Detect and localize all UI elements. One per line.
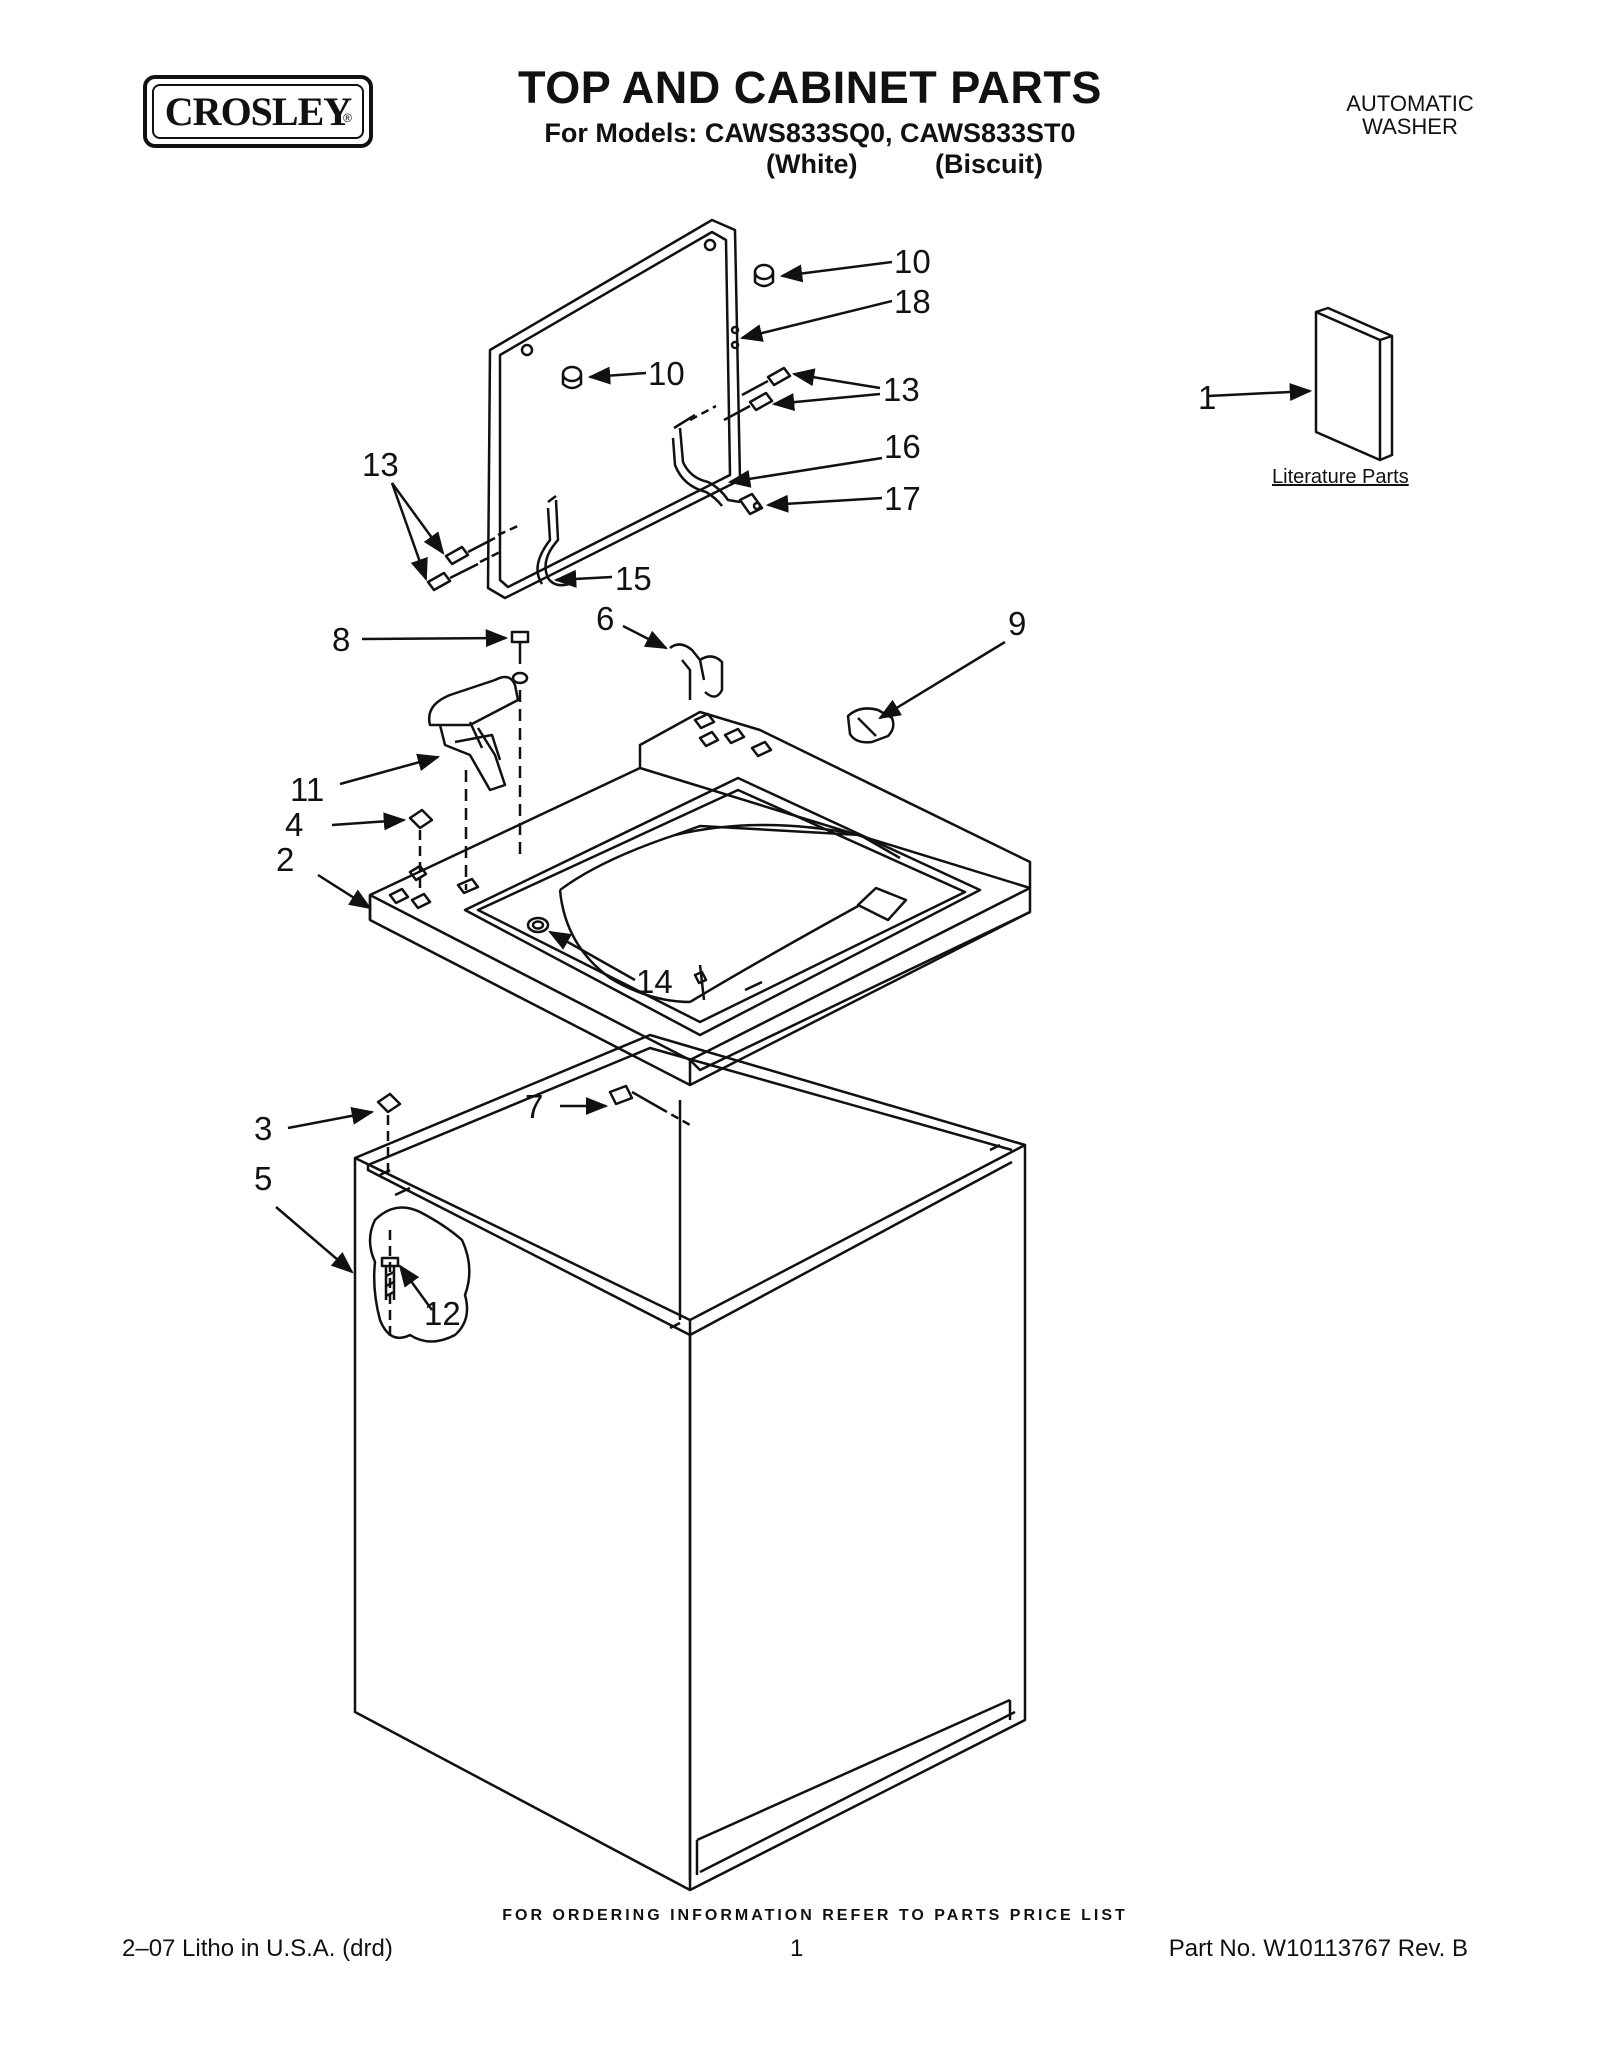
part-number: Part No. W10113767 Rev. B — [1168, 1935, 1468, 1962]
callout-10-bumper-left: 10 — [648, 355, 685, 392]
hinge-pin — [738, 492, 764, 516]
hinge-screw — [444, 536, 496, 566]
page-number: 1 — [790, 1935, 804, 1962]
fill-cap — [846, 707, 895, 744]
switch-screw — [510, 630, 530, 685]
product-type-line1: AUTOMATIC — [1346, 91, 1474, 116]
brand-logo: CROSLEY ® — [143, 75, 373, 148]
callout-6: 6 — [596, 600, 615, 637]
callout-18: 18 — [894, 283, 931, 320]
callout-13-right: 13 — [883, 371, 920, 408]
callout-11: 11 — [290, 771, 325, 808]
lid-switch — [427, 675, 520, 792]
clip-4 — [408, 808, 434, 830]
product-type-line2: WASHER — [1362, 114, 1458, 139]
variant-white: (White) — [766, 149, 858, 179]
callout-4: 4 — [285, 806, 304, 843]
lid-assembly — [486, 218, 742, 600]
product-type: AUTOMATIC WASHER — [1300, 92, 1520, 138]
callout-9: 9 — [1008, 605, 1027, 642]
hinge-screw — [723, 391, 774, 422]
callout-3: 3 — [254, 1110, 273, 1147]
cabinet-top — [368, 710, 1032, 1087]
hinge-screw — [741, 366, 792, 397]
cabinet — [353, 1033, 1027, 1892]
callout-7: 7 — [525, 1088, 544, 1125]
callout-15: 15 — [615, 560, 652, 597]
cabinet-screw-12 — [380, 1256, 400, 1300]
registered-mark: ® — [343, 111, 352, 125]
callout-16: 16 — [884, 428, 921, 465]
lid-bumper — [753, 263, 775, 288]
callout-14: 14 — [636, 963, 673, 1000]
ordering-note: FOR ORDERING INFORMATION REFER TO PARTS … — [502, 1907, 1128, 1924]
callout-13-left: 13 — [362, 446, 399, 483]
brand-name: CROSLEY — [164, 89, 352, 134]
clip-3 — [376, 1092, 402, 1114]
literature-parts-label: Literature Parts — [1272, 466, 1409, 488]
callout-5: 5 — [254, 1160, 273, 1197]
hinge-right — [671, 413, 741, 507]
hinge-screw — [426, 562, 479, 592]
callout-10-bumper-right: 10 — [894, 243, 931, 280]
page-title: TOP AND CABINET PARTS — [518, 62, 1102, 113]
callout-12: 12 — [424, 1295, 461, 1332]
variant-biscuit: (Biscuit) — [935, 149, 1043, 179]
literature-booklet — [1314, 306, 1394, 462]
model-numbers: For Models: CAWS833SQ0, CAWS833ST0 — [544, 118, 1076, 148]
cabinet-screw — [608, 1084, 661, 1110]
callout-8: 8 — [332, 621, 351, 658]
litho-info: 2–07 Litho in U.S.A. (drd) — [122, 1935, 393, 1962]
lid-bumper — [561, 365, 583, 390]
leader-lines — [275, 260, 1313, 1311]
callout-17: 17 — [884, 480, 921, 517]
callout-1: 1 — [1198, 379, 1217, 416]
hose-clip — [669, 643, 724, 700]
callout-2: 2 — [276, 841, 295, 878]
